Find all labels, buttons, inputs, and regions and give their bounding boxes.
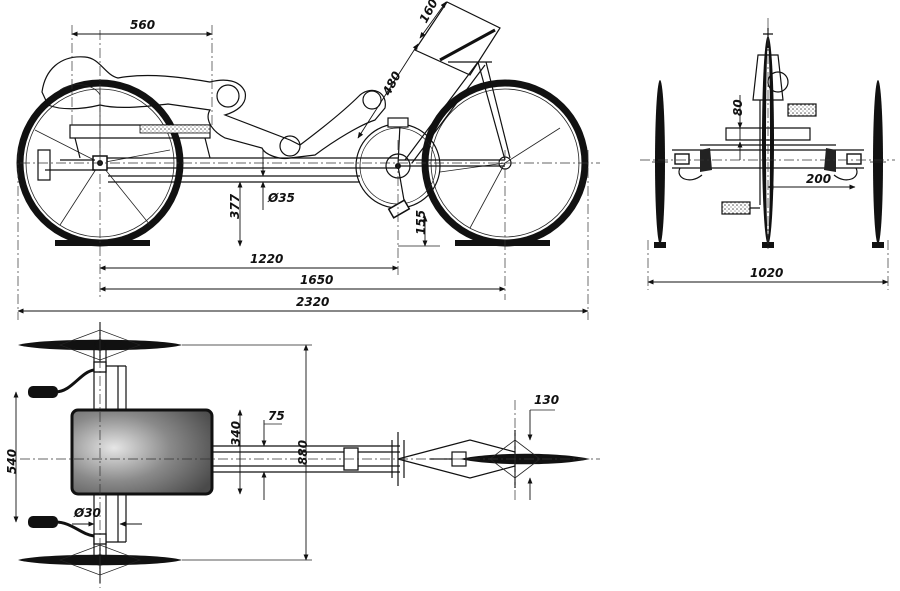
dim-bb-height: 155: [414, 210, 428, 235]
seat-side: [69, 124, 211, 159]
side-dimensions: 560 160 480 377 Ø35 155 1220 1650 2320: [17, 0, 589, 314]
side-view: [16, 1, 600, 320]
dim-front-width: 1020: [750, 266, 783, 280]
front-view-center-wheel: [752, 28, 789, 248]
front-view-pedals: [721, 100, 817, 215]
dim-seat-offset: 560: [130, 18, 155, 32]
rider-outline: [41, 56, 386, 160]
dim-frame-clearance: 377: [228, 193, 242, 219]
dim-frame-width: 75: [268, 409, 285, 423]
dim-half-track: 200: [806, 172, 831, 186]
dim-tube-diameter: Ø35: [267, 191, 295, 205]
front-view-right-wheel: [870, 80, 886, 248]
dim-seat-back: 160: [417, 0, 441, 25]
dim-seat-length: 480: [379, 69, 404, 99]
front-view-left-wheel: [652, 80, 668, 248]
dim-track-outer: 880: [296, 440, 310, 465]
dim-crank-height: 80: [731, 99, 745, 116]
top-dimensions: 130 340 75 540 880 Ø30: [5, 344, 559, 561]
dim-seat-width: 340: [229, 421, 243, 446]
top-view-handlebars: [28, 368, 95, 538]
dim-pedal-reach: 1220: [250, 252, 283, 266]
dim-track-inner: 540: [5, 449, 19, 474]
top-view-seat: [70, 408, 214, 496]
front-view: [640, 18, 895, 290]
front-dimensions: 80 200 1020: [647, 95, 889, 285]
dim-axle-diameter: Ø30: [73, 506, 101, 520]
dim-overall-length: 2320: [296, 295, 329, 309]
top-view: [18, 322, 600, 588]
dim-wheelbase: 1650: [300, 273, 333, 287]
dim-axle-offset: 130: [534, 393, 559, 407]
